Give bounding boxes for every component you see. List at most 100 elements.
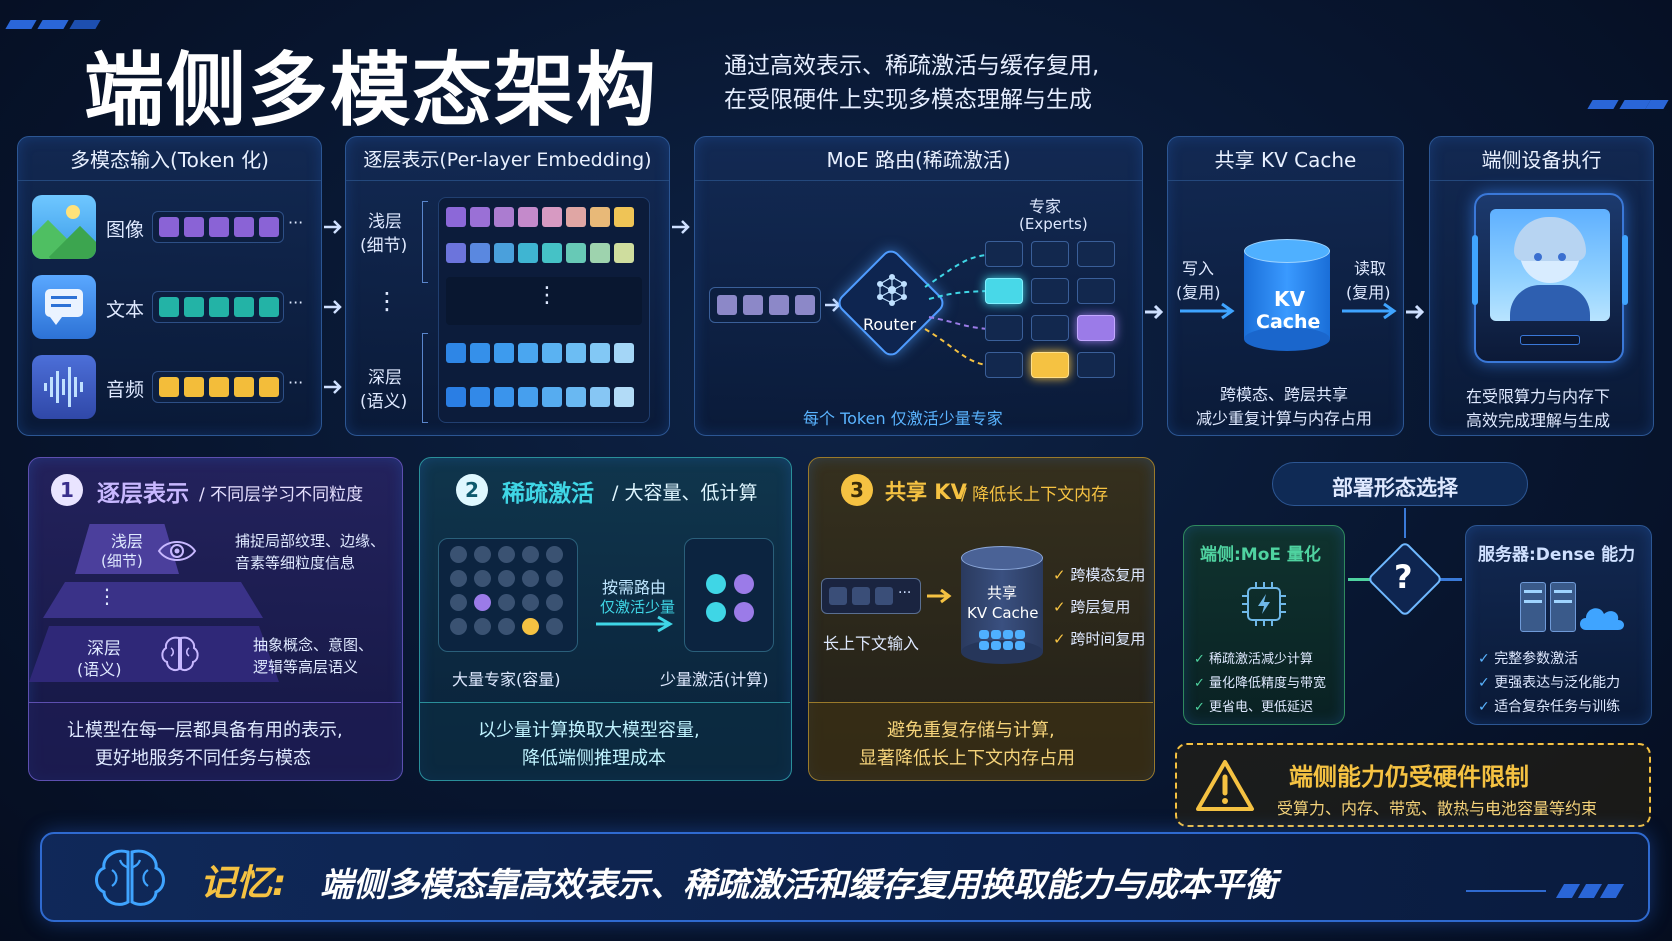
arrow-right-icon — [1406, 304, 1425, 320]
brain-icon — [95, 849, 165, 906]
arrow-right-icon — [927, 588, 952, 604]
card-footer-2: 显著降低长上下文内存占用 — [859, 748, 1075, 769]
pyramid-bottom — [29, 626, 279, 682]
deep-desc-2: 逻辑等高层语义 — [253, 658, 359, 676]
kv-cylinder-label: KV — [1274, 287, 1305, 311]
panel-device-execution: 端侧设备执行 在受限算力与内存下 高效完成理解与生成 — [1429, 136, 1654, 436]
expert-cell — [985, 315, 1023, 341]
kv-caption-2: 减少重复计算与内存占用 — [1196, 409, 1373, 428]
expert-dot — [498, 570, 515, 587]
banner-text: 端侧多模态靠高效表示、稀疏激活和缓存复用换取能力与成本平衡 — [320, 865, 1277, 904]
shallow-desc-1: 捕捉局部纹理、边缘、 — [235, 532, 386, 550]
expert-dot — [498, 594, 515, 611]
warning-title: 端侧能力仍受硬件限制 — [1289, 763, 1529, 791]
shared-kv-cylinder — [961, 546, 1043, 664]
shallow-sub-label: (细节) — [101, 552, 143, 570]
warning-icon — [1196, 760, 1254, 811]
expert-cell — [1077, 278, 1115, 304]
expert-cell — [1077, 241, 1115, 267]
banner-stripe — [1555, 884, 1581, 898]
question-mark: ? — [1394, 558, 1413, 596]
connector-line — [1440, 578, 1462, 581]
active-dot — [706, 602, 726, 622]
banner-stripe — [1577, 884, 1603, 898]
panel-per-layer-embedding: 逐层表示(Per-layer Embedding) 浅层 (细节) ⋮ 深层 (… — [345, 136, 670, 436]
expert-dot — [522, 618, 539, 635]
image-token-strip — [152, 211, 284, 243]
pyramid-dots: ⋮ — [97, 584, 117, 608]
kv-cache-cylinder — [1244, 239, 1330, 351]
deep-sub-label: (语义) — [360, 392, 408, 412]
moe-caption: 每个 Token 仅激活少量专家 — [803, 409, 1003, 428]
card-footer — [809, 702, 1153, 780]
card-sparse-activation: 2 稀疏激活 / 大容量、低计算 按需路由 仅激活少量 大量专家(容量) 少量激… — [419, 457, 792, 781]
card-per-layer: 1 逐层表示 / 不同层学习不同粒度 浅层 (细节) ⋮ 深层 (语义) 捕捉局… — [28, 457, 403, 781]
token-strip — [709, 287, 821, 323]
card-footer-1: 避免重复存储与计算, — [887, 720, 1055, 741]
expert-dot — [498, 618, 515, 635]
check-item: 跨模态复用 — [1053, 564, 1145, 585]
panel-moe-routing: MoE 路由(稀疏激活) Router 专家 (Experts) 每个 Toke… — [694, 136, 1143, 436]
device-bar — [1520, 335, 1580, 345]
panel-shared-kv-cache: 共享 KV Cache 写入 (复用) KV Cache 读取 (复用) 跨模态… — [1167, 136, 1404, 436]
banner-stripe — [1599, 884, 1625, 898]
expert-dot — [522, 594, 539, 611]
kv-caption-1: 跨模态、跨层共享 — [1220, 385, 1349, 404]
arrow-right-icon — [1342, 302, 1397, 320]
arrow-right-icon — [1180, 302, 1235, 320]
step-number-badge: 3 — [841, 474, 873, 506]
edge-check-item: 稀疏激活减少计算 — [1194, 648, 1313, 667]
eye-icon — [157, 541, 197, 561]
expert-dot — [546, 594, 563, 611]
expert-dot — [450, 570, 467, 587]
banner-label: 记忆: — [200, 863, 287, 904]
card-title: 稀疏激活 — [502, 481, 594, 507]
warning-desc: 受算力、内存、带宽、散热与电池容量等约束 — [1277, 799, 1598, 818]
shallow-label: 浅层 — [111, 532, 144, 551]
active-dot — [734, 602, 754, 622]
expert-dot — [450, 546, 467, 563]
edge-check-item: 量化降低精度与带宽 — [1194, 672, 1326, 691]
card-footer-1: 以少量计算换取大模型容量, — [478, 720, 700, 741]
audio-token-strip — [152, 371, 284, 403]
check-item: 跨层复用 — [1053, 596, 1130, 617]
expert-dot — [450, 618, 467, 635]
route-label-2: 仅激活少量 — [600, 598, 676, 616]
card-footer-2: 更好地服务不同任务与模态 — [95, 748, 311, 769]
expert-cell — [985, 352, 1023, 378]
panel-title: 端侧设备执行 — [1430, 137, 1653, 181]
input-label-audio: 音频 — [106, 379, 145, 401]
experts-sub-label: (Experts) — [1019, 215, 1088, 233]
server-check-item: 完整参数激活 — [1478, 648, 1578, 668]
expert-dot — [522, 546, 539, 563]
expert-dot — [546, 570, 563, 587]
bracket — [422, 333, 428, 423]
routing-lines — [924, 254, 988, 366]
card-subtitle: / 大容量、低计算 — [612, 482, 758, 504]
audio-wave-icon — [32, 355, 96, 419]
subtitle-line-2: 在受限硬件上实现多模态理解与生成 — [724, 87, 1092, 113]
subtitle-line-1: 通过高效表示、稀疏激活与缓存复用, — [724, 53, 1100, 79]
deploy-title-box — [1272, 462, 1528, 506]
expert-dot — [546, 546, 563, 563]
banner-line — [1466, 890, 1546, 892]
expert-cell-active-cyan — [985, 278, 1023, 304]
expert-dot — [474, 546, 491, 563]
deep-label: 深层 — [87, 639, 121, 659]
arrow-right-icon — [672, 220, 690, 234]
device-illustration — [1472, 193, 1628, 363]
read-label: 读取 — [1354, 259, 1387, 278]
step-number-badge: 2 — [456, 474, 488, 506]
expert-cell — [1031, 241, 1069, 267]
kv-cylinder-label: 共享 — [987, 584, 1018, 602]
left-caption: 大量专家(容量) — [452, 670, 561, 689]
expert-dot — [498, 546, 515, 563]
active-dot — [706, 574, 726, 594]
server-check-item: 适合复杂任务与训练 — [1478, 696, 1620, 716]
deep-sub-label: (语义) — [77, 660, 122, 679]
expert-cell — [1031, 278, 1069, 304]
active-dot-box — [684, 538, 774, 652]
pyramid-mid — [43, 582, 263, 618]
device-caption-1: 在受限算力与内存下 — [1466, 387, 1611, 406]
card-footer — [29, 702, 401, 780]
